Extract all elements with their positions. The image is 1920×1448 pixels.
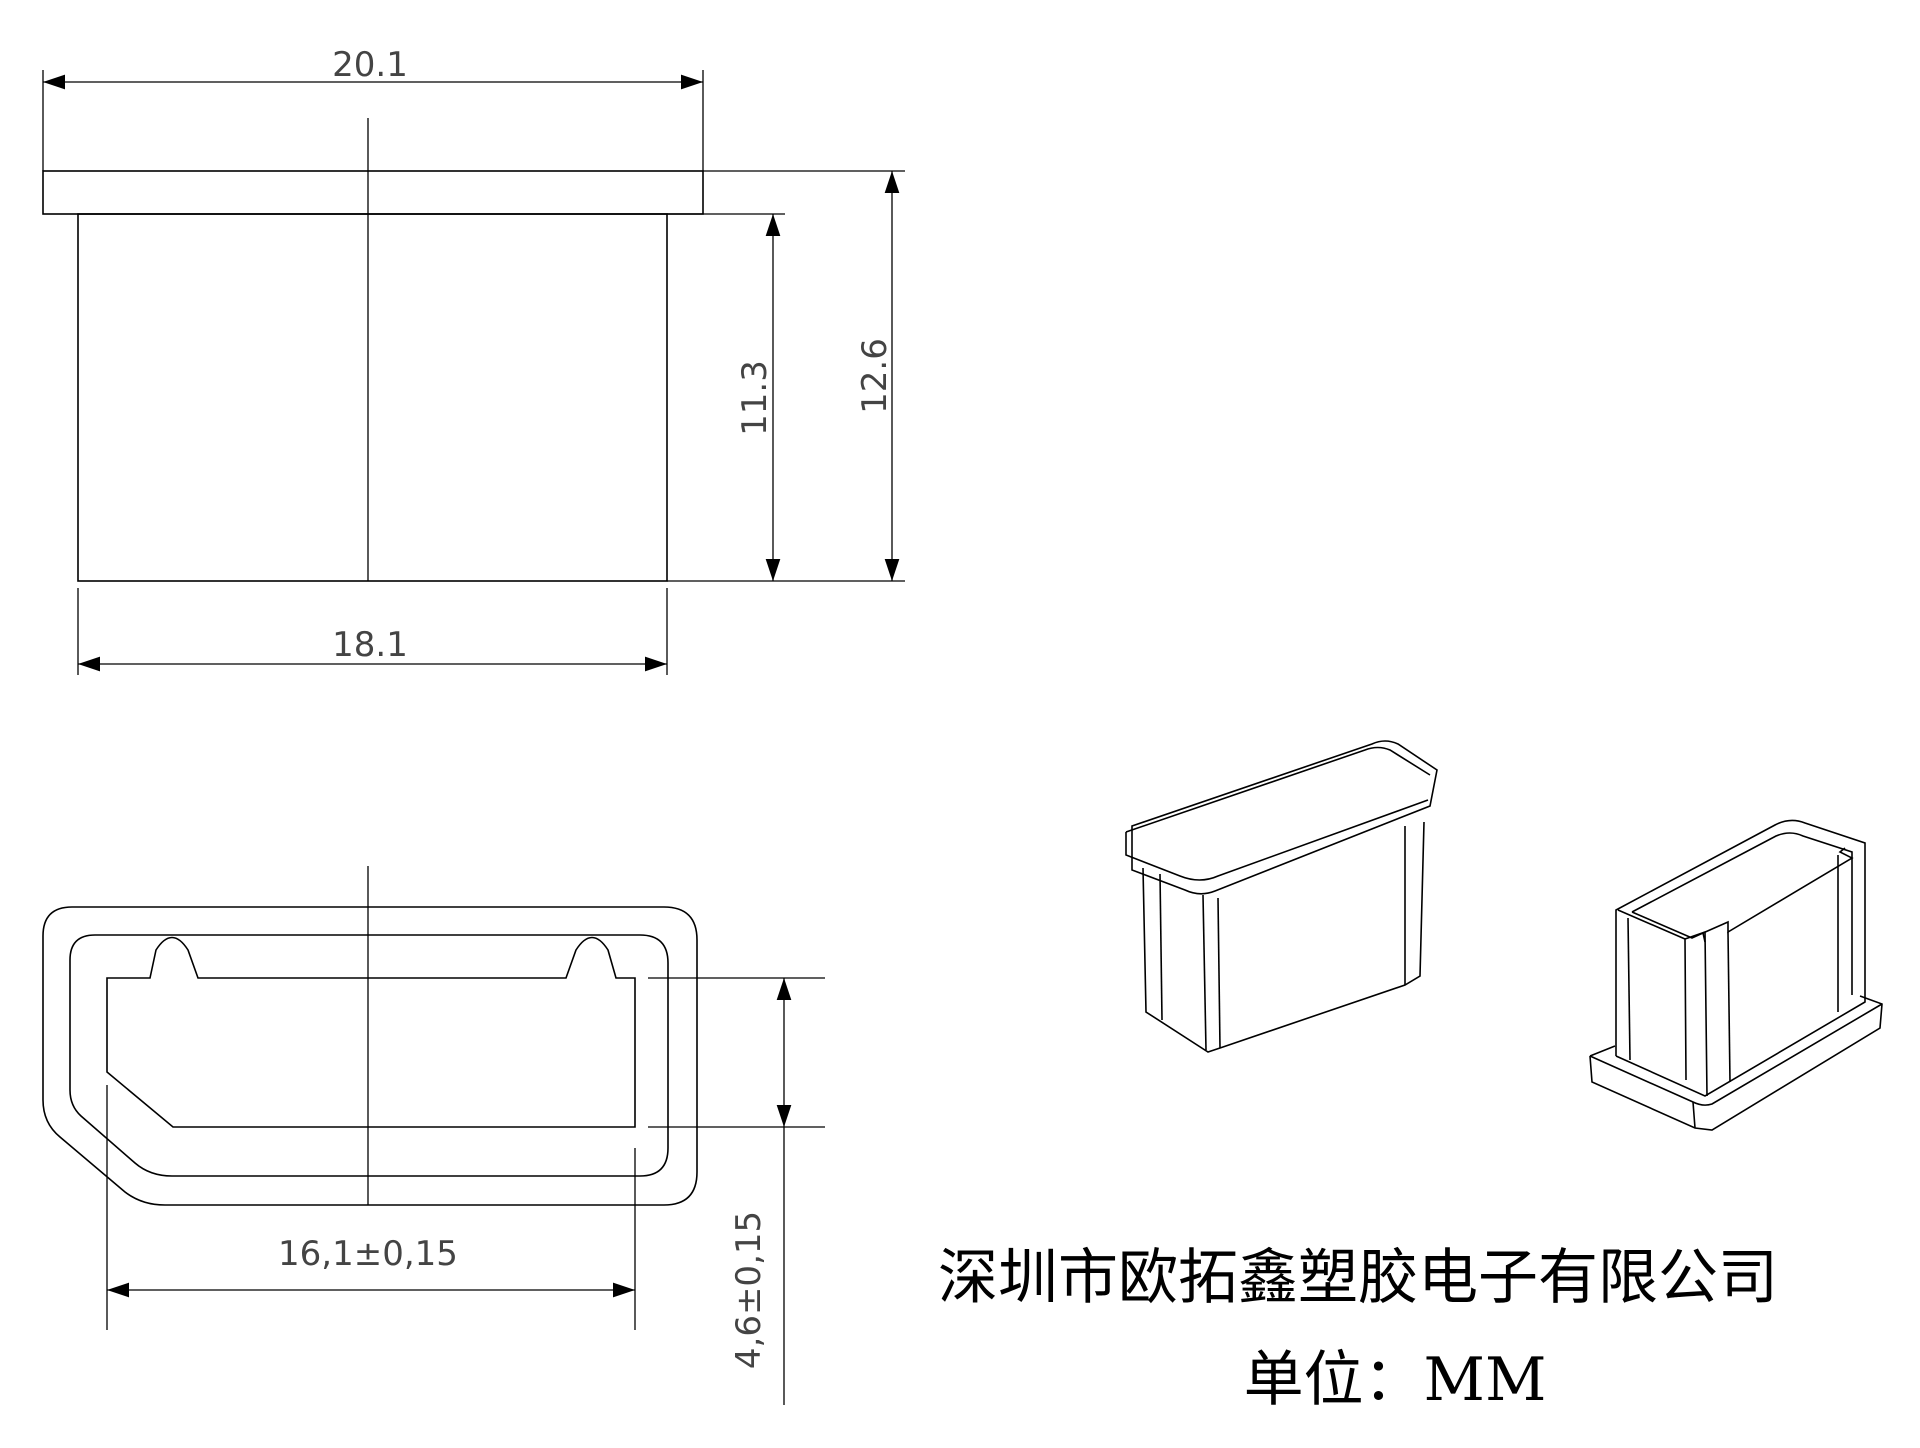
flange-top-outline	[1125, 746, 1431, 833]
base-edge	[1692, 1101, 1696, 1129]
company-name: 深圳市欧拓鑫塑胶电子有限公司	[938, 1243, 1778, 1313]
body-outer	[1615, 819, 1866, 1097]
inner-slot	[1702, 847, 1854, 934]
body-edge	[1217, 897, 1221, 1049]
cap-body	[77, 213, 668, 582]
dim-opening-width: 16,1±0,15	[278, 1234, 458, 1274]
isometric-cap-open	[1589, 819, 1883, 1131]
base-flange-top	[1589, 1003, 1883, 1106]
isometric-cap-top	[1125, 740, 1438, 1053]
wall-edge	[1627, 917, 1631, 1061]
top-rim	[1617, 909, 1708, 1097]
dim-opening-height: 4,6±0,15	[729, 1211, 769, 1369]
cap-flange	[42, 170, 704, 215]
base-flange	[1589, 995, 1883, 1131]
inner-outline	[69, 934, 669, 1177]
slot-edge	[1727, 931, 1731, 1083]
front-view: 20.1 18.1 11.3 12.6	[42, 45, 905, 675]
inner-rim	[1631, 832, 1853, 995]
body-edge	[1202, 894, 1207, 1051]
unit-label: 单位：MM	[1244, 1345, 1547, 1415]
dim-inner-height: 11.3	[735, 360, 775, 436]
flange-top-face	[1131, 740, 1438, 895]
cap-body-outline	[1142, 821, 1425, 1053]
dim-total-height: 12.6	[855, 338, 895, 414]
opening-outline	[106, 936, 636, 1128]
dim-top-width: 20.1	[332, 45, 408, 85]
bottom-view: 16,1±0,15 4,6±0,15	[42, 866, 825, 1405]
flange-side	[1125, 799, 1429, 881]
body-edge	[1159, 873, 1163, 1021]
outer-outline	[42, 906, 698, 1206]
dim-bottom-width: 18.1	[332, 625, 408, 665]
